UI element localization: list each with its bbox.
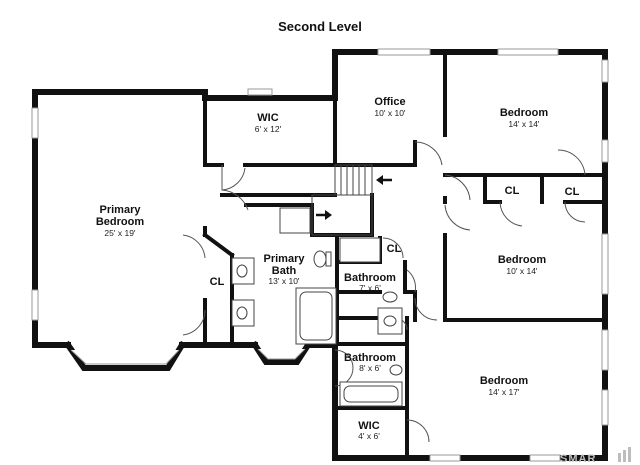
svg-text:25' x 19': 25' x 19': [104, 228, 136, 238]
room-cl-left: CL: [210, 276, 225, 288]
svg-text:14' x 17': 14' x 17': [488, 387, 520, 397]
svg-text:7' x 6': 7' x 6': [359, 283, 381, 293]
room-wic-upper: WIC 6' x 12': [255, 112, 282, 134]
svg-text:Bedroom: Bedroom: [500, 107, 549, 119]
room-wic-lower: WIC 4' x 6': [358, 420, 380, 441]
svg-text:SMAR: SMAR: [560, 453, 596, 465]
svg-text:Office: Office: [374, 96, 405, 108]
svg-text:6' x 12': 6' x 12': [255, 124, 282, 134]
room-office: Office 10' x 10': [374, 96, 406, 118]
bay-window-bath: [250, 340, 313, 365]
svg-text:Bathroom: Bathroom: [344, 272, 396, 284]
room-bathroom-2: Bathroom 8' x 6': [344, 352, 396, 373]
svg-text:Bedroom: Bedroom: [96, 216, 145, 228]
svg-text:CL: CL: [387, 243, 402, 255]
room-primary-bath: Primary Bath 13' x 10': [264, 253, 306, 286]
logo-watermark: SMAR: [560, 447, 631, 465]
svg-text:Bathroom: Bathroom: [344, 352, 396, 364]
svg-text:10' x 14': 10' x 14': [506, 266, 538, 276]
svg-text:CL: CL: [565, 186, 580, 198]
room-cl-center: CL: [387, 243, 402, 255]
windows: [31, 48, 609, 462]
room-bedroom-middle-right: Bedroom 10' x 14': [498, 254, 547, 276]
svg-text:Primary: Primary: [264, 253, 306, 265]
svg-text:CL: CL: [210, 276, 225, 288]
svg-text:Bath: Bath: [272, 265, 297, 277]
svg-text:14' x 14': 14' x 14': [508, 119, 540, 129]
svg-text:WIC: WIC: [358, 420, 379, 432]
room-bedroom-top-right: Bedroom 14' x 14': [500, 107, 549, 129]
svg-text:Primary: Primary: [100, 204, 142, 216]
room-bathroom-1: Bathroom 7' x 6': [344, 272, 396, 293]
room-bedroom-bottom-right: Bedroom 14' x 17': [480, 375, 529, 397]
room-cl-right-1: CL: [505, 185, 520, 197]
svg-text:13' x 10': 13' x 10': [268, 276, 300, 286]
svg-text:4' x 6': 4' x 6': [358, 431, 380, 441]
svg-text:Bedroom: Bedroom: [498, 254, 547, 266]
bath-fixtures: [231, 207, 403, 407]
stairs: [311, 164, 373, 236]
svg-text:CL: CL: [505, 185, 520, 197]
plan-title: Second Level: [278, 19, 362, 34]
svg-text:10' x 10': 10' x 10': [374, 108, 406, 118]
svg-text:WIC: WIC: [257, 112, 278, 124]
svg-text:Bedroom: Bedroom: [480, 375, 529, 387]
stair-arrow-right-icon: [316, 210, 332, 220]
room-cl-right-2: CL: [565, 186, 580, 198]
svg-text:8' x 6': 8' x 6': [359, 363, 381, 373]
room-primary-bedroom: Primary Bedroom 25' x 19': [96, 204, 145, 238]
bay-window-primary: [63, 340, 187, 371]
stair-arrow-up-icon: [376, 175, 392, 185]
